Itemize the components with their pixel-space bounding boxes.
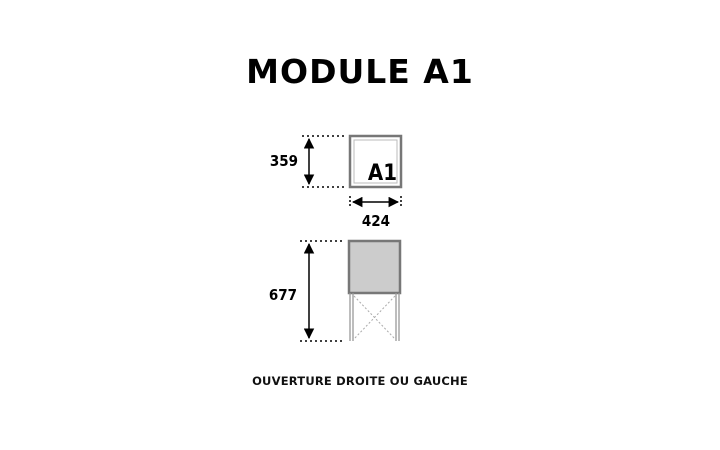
top-view-inner (353, 139, 398, 184)
height-value: 677 (269, 286, 297, 304)
top-view-outline (348, 134, 403, 189)
front-view: 677 (269, 239, 402, 342)
width-value: 424 (362, 212, 390, 230)
page-title: MODULE A1 (246, 52, 474, 91)
top-view: A1 359 424 (270, 134, 403, 230)
depth-value: 359 (270, 152, 298, 170)
brace-right (353, 295, 396, 340)
opening-caption: OUVERTURE DROITE OU GAUCHE (252, 374, 468, 388)
cabinet-body (347, 239, 402, 295)
module-label: A1 (368, 161, 397, 186)
